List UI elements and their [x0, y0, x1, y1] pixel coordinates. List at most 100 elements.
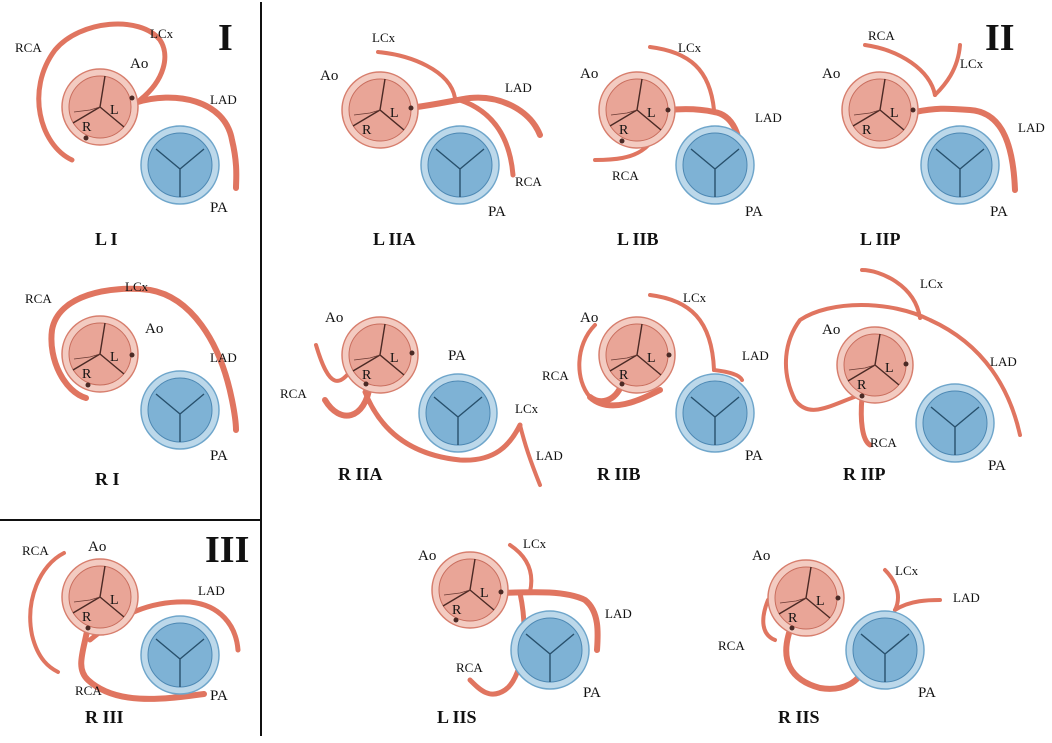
- cusp-label-r: R: [362, 123, 372, 138]
- artery-path: [577, 323, 597, 399]
- pulmonary-artery: [420, 125, 500, 205]
- label-lcx: LCx: [895, 563, 919, 578]
- coronary-ostium: [409, 350, 415, 356]
- label-pa: PA: [990, 204, 1008, 220]
- label-pa: PA: [448, 348, 466, 364]
- panel-L-IIB: LCx Ao LAD RCA PA L R L IIB: [580, 40, 782, 249]
- label-rca: RCA: [25, 291, 52, 306]
- coronary-ostium: [619, 138, 625, 144]
- label-ao: Ao: [145, 321, 163, 337]
- panel-caption: R IIA: [338, 464, 383, 484]
- cusp-label-r: R: [82, 120, 92, 135]
- aorta: [341, 71, 419, 149]
- panel-caption: R IIP: [843, 464, 886, 484]
- cusp-label-r: R: [788, 611, 798, 626]
- coronary-ostium: [910, 107, 916, 113]
- label-lcx: LCx: [150, 26, 174, 41]
- cusp-label-l: L: [390, 351, 399, 366]
- cusp-label-l: L: [890, 106, 899, 121]
- panel-L-IIA: LCx Ao LAD RCA PA L R L IIA: [320, 30, 543, 249]
- artery-path: [863, 43, 937, 97]
- cusp-label-l: L: [647, 106, 656, 121]
- panel-caption: L I: [95, 229, 118, 249]
- label-pa: PA: [210, 448, 228, 464]
- label-lad: LAD: [755, 110, 782, 125]
- panel-R-III: RCA Ao LAD RCA PA L R R III: [22, 539, 241, 727]
- panel-caption: R IIS: [778, 707, 820, 727]
- artery-path: [508, 543, 534, 594]
- artery-path: [761, 598, 777, 642]
- label-lad: LAD: [742, 348, 769, 363]
- coronary-ostium: [408, 105, 414, 111]
- label-pa: PA: [583, 685, 601, 701]
- label-ao: Ao: [130, 56, 148, 72]
- label-ao: Ao: [580, 310, 598, 326]
- panel-L-I: RCA LCx Ao LAD PA L R L I: [15, 21, 240, 249]
- coronary-ostium: [835, 595, 841, 601]
- pulmonary-artery: [510, 610, 590, 690]
- panel-caption: R IIB: [597, 464, 641, 484]
- aorta: [61, 558, 139, 636]
- label-rca: RCA: [718, 638, 745, 653]
- label-ao: Ao: [325, 310, 343, 326]
- artery-path: [912, 105, 1018, 193]
- label-lcx: LCx: [683, 290, 707, 305]
- pulmonary-artery: [845, 610, 925, 690]
- coronary-ostium: [903, 361, 909, 367]
- label-lcx: LCx: [523, 536, 547, 551]
- label-lcx: LCx: [372, 30, 396, 45]
- cusp-label-r: R: [82, 610, 92, 625]
- pulmonary-artery: [140, 125, 220, 205]
- artery-path: [587, 381, 663, 409]
- label-rca: RCA: [22, 543, 49, 558]
- cusp-label-r: R: [857, 378, 867, 393]
- cusp-label-l: L: [885, 361, 894, 376]
- label-lad: LAD: [536, 448, 563, 463]
- panel-caption: L IIB: [617, 229, 659, 249]
- artery-path: [858, 394, 873, 448]
- label-lad: LAD: [210, 92, 237, 107]
- label-pa: PA: [988, 458, 1006, 474]
- cusp-label-l: L: [110, 350, 119, 365]
- pulmonary-artery: [140, 370, 220, 450]
- cusp-label-l: L: [110, 103, 119, 118]
- label-rca: RCA: [870, 435, 897, 450]
- artery-path: [48, 285, 239, 433]
- pulmonary-artery: [675, 125, 755, 205]
- aorta: [836, 326, 914, 404]
- aorta: [431, 551, 509, 629]
- aorta: [767, 559, 845, 637]
- panel-caption: R I: [95, 469, 120, 489]
- label-ao: Ao: [580, 66, 598, 82]
- artery-path: [36, 21, 168, 163]
- artery-path: [78, 623, 207, 702]
- artery-path: [518, 423, 542, 487]
- cusp-label-r: R: [452, 603, 462, 618]
- label-lcx: LCx: [125, 279, 149, 294]
- panel-caption: L IIA: [373, 229, 416, 249]
- panel-caption: R III: [85, 707, 124, 727]
- label-ao: Ao: [822, 322, 840, 338]
- artery-path: [783, 627, 865, 692]
- panel-R-I: RCA LCx Ao LAD PA L R R I: [25, 279, 239, 489]
- aorta: [61, 315, 139, 393]
- label-lad: LAD: [1018, 120, 1045, 135]
- label-rca: RCA: [15, 40, 42, 55]
- coronary-ostium: [85, 382, 91, 388]
- aorta: [598, 316, 676, 394]
- artery-path: [457, 97, 516, 178]
- artery-path: [28, 551, 66, 674]
- cusp-label-l: L: [110, 593, 119, 608]
- panel-R-IIS: Ao LCx LAD RCA PA L R R IIS: [718, 548, 980, 727]
- pulmonary-artery: [915, 383, 995, 463]
- pulmonary-artery: [920, 125, 1000, 205]
- cusp-label-l: L: [647, 351, 656, 366]
- coronary-ostium: [85, 625, 91, 631]
- cusp-label-l: L: [390, 106, 399, 121]
- cusp-label-l: L: [480, 586, 489, 601]
- label-lcx: LCx: [920, 276, 944, 291]
- label-lad: LAD: [605, 606, 632, 621]
- cusp-label-r: R: [862, 123, 872, 138]
- aorta: [341, 316, 419, 394]
